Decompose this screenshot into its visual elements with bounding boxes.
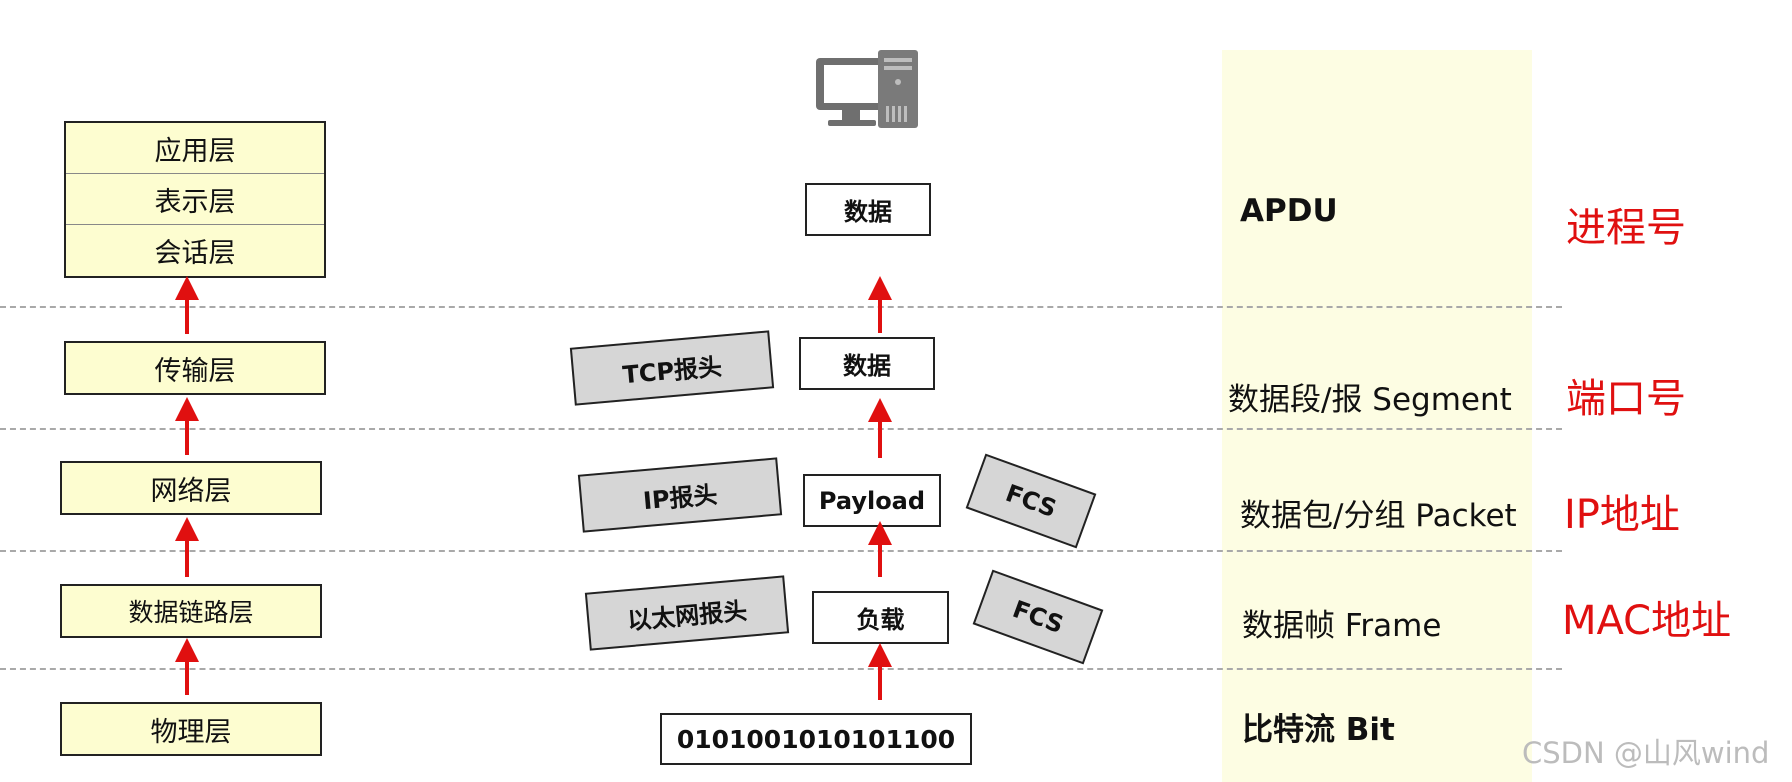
- app-data-box: 数据: [805, 183, 931, 236]
- frame-payload-box: 负载: [812, 591, 949, 644]
- address-mac: MAC地址: [1562, 598, 1732, 644]
- payload-box: Payload: [803, 474, 941, 527]
- layer-physical: 物理层: [60, 702, 322, 756]
- layer-datalink: 数据链路层: [60, 584, 322, 638]
- pdu-packet: 数据包/分组 Packet: [1240, 498, 1517, 534]
- pdu-column-band: [1222, 50, 1532, 782]
- layer-transport: 传输层: [64, 341, 326, 395]
- transport-data-box: 数据: [799, 337, 935, 390]
- address-ip: IP地址: [1564, 492, 1680, 538]
- separator-line: [0, 550, 1562, 552]
- address-process: 进程号: [1566, 205, 1686, 251]
- pdu-frame: 数据帧 Frame: [1242, 608, 1442, 644]
- watermark-text: CSDN @山风wind: [1522, 736, 1770, 770]
- separator-line: [0, 428, 1562, 430]
- address-port: 端口号: [1566, 376, 1686, 422]
- computer-icon: [814, 48, 920, 130]
- layer-application: 应用层: [66, 123, 324, 174]
- pdu-apdu: APDU: [1240, 193, 1338, 229]
- bitstream-box: 0101001010101100: [660, 713, 972, 765]
- layer-session: 会话层: [154, 238, 236, 269]
- upper-layers-stack: 应用层 表示层 会话层: [64, 121, 326, 278]
- separator-line: [0, 306, 1562, 308]
- pdu-segment: 数据段/报 Segment: [1228, 382, 1512, 418]
- layer-network: 网络层: [60, 461, 322, 515]
- pdu-bit: 比特流 Bit: [1242, 712, 1395, 748]
- separator-line: [0, 668, 1562, 670]
- layer-presentation: 表示层: [66, 174, 324, 225]
